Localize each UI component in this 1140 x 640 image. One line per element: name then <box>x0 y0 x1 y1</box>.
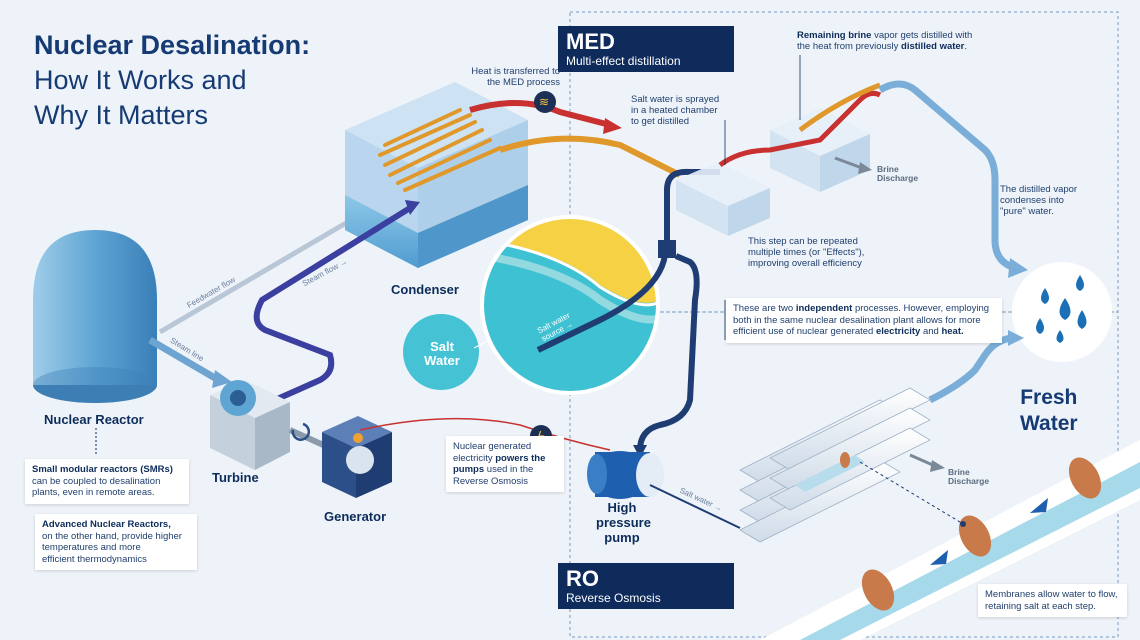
nuclear-reactor-label: Nuclear Reactor <box>44 412 144 427</box>
source-pipe <box>536 254 668 353</box>
heat-transfer-note: Heat is transferred to the MED process <box>471 66 560 88</box>
steam-flow-pipe <box>253 205 412 403</box>
smr-note: Small modular reactors (SMRs) can be cou… <box>25 459 189 504</box>
return-pipe <box>499 135 682 178</box>
turbine-label: Turbine <box>212 470 259 485</box>
feedwater-pipe <box>158 213 360 335</box>
heat-badge-icon <box>534 91 556 113</box>
med-warm-loop <box>798 82 881 133</box>
remaining-brine-rest1: vapor gets distilled with <box>871 30 973 41</box>
independent-c: processes. However, employing both in th… <box>733 303 990 337</box>
independent-a: These are two <box>733 303 796 314</box>
repeat-step-note: This step can be repeated multiple times… <box>748 236 865 269</box>
ro-salt-feed-line <box>649 484 741 529</box>
high-pressure-pump-label: High pressure pump <box>596 500 651 545</box>
hot-pipe-arrow <box>603 118 622 134</box>
remaining-brine-rest2: the heat from previously <box>797 41 902 52</box>
heat-coil <box>378 108 502 192</box>
ro-code: RO <box>566 566 599 591</box>
turbine-icon <box>210 380 290 470</box>
med-chamber-2 <box>770 108 870 192</box>
condenser-label: Condenser <box>391 282 459 297</box>
membranes-note: Membranes allow water to flow, retaining… <box>978 584 1127 617</box>
water-drops-icon <box>1036 275 1087 343</box>
med-hot-loop <box>718 90 882 168</box>
steam-flow-arrow <box>405 200 420 215</box>
fresh-water-label: Fresh Water <box>1020 386 1078 435</box>
brine-arrow-bottom <box>930 460 945 472</box>
independent-d: electricity <box>875 326 921 337</box>
brine-arrow-top <box>858 162 872 174</box>
adv-rest: on the other hand, provide higher temper… <box>42 530 182 565</box>
advanced-reactors-note: Advanced Nuclear Reactors, on the other … <box>35 514 197 570</box>
zoom-guide-line <box>859 461 966 526</box>
distilled-vapor-note: The distilled vapor condenses into "pure… <box>1000 184 1078 217</box>
hot-pipe <box>469 100 611 128</box>
remaining-brine-bold1: Remaining brine <box>797 30 872 41</box>
remaining-brine-bold2: distilled water <box>901 41 965 52</box>
brine-discharge-pipe-bottom <box>909 453 936 468</box>
ro-fresh-pipe <box>928 334 1013 404</box>
nuclear-elec-a: Nuclear generated electricity <box>453 441 532 464</box>
independent-e: and <box>920 326 942 337</box>
generator-label: Generator <box>324 509 387 524</box>
nuclear-elec-c: used in the Reverse Osmosis <box>453 464 534 487</box>
high-pressure-pump-icon <box>587 451 664 499</box>
steam-line-arrow <box>212 370 232 388</box>
ro-fresh-arrow <box>1008 330 1024 346</box>
independent-note: These are two independent processes. How… <box>726 298 1002 343</box>
nuclear-electricity-note: Nuclear generated electricity powers the… <box>446 436 564 492</box>
brine-discharge-label-bottom: Brine Discharge <box>948 467 990 486</box>
salt-water-circle <box>403 314 479 390</box>
med-code: MED <box>566 29 615 54</box>
distilled-water-pipe <box>878 80 1017 272</box>
brine-discharge-pipe-top <box>834 156 863 170</box>
distilled-arrow <box>1008 258 1028 278</box>
ro-feed-pipe <box>637 253 700 451</box>
page-title-line3: Why It Matters <box>34 100 209 130</box>
ro-feed-arrow <box>633 445 647 458</box>
med-section-tag: MED Multi-effect distillation <box>558 26 734 72</box>
med-feed-pipe <box>664 168 720 240</box>
independent-f: heat. <box>941 326 964 337</box>
svg-text:≋: ≋ <box>539 95 549 109</box>
pipe-junction <box>658 240 676 258</box>
salt-sprayed-note: Salt water is sprayed in a heated chambe… <box>631 94 720 127</box>
generator-icon <box>322 416 392 498</box>
smr-rest: can be coupled to desalination plants, e… <box>32 475 161 499</box>
remaining-brine-note: Remaining brine vapor gets distilled wit… <box>797 30 997 52</box>
remaining-brine-end: . <box>964 41 968 52</box>
nuclear-elec-b: powers the pumps <box>453 452 546 476</box>
smr-bold: Small modular reactors (SMRs) <box>32 464 173 475</box>
salt-water-label: Salt Water <box>424 339 460 368</box>
independent-b: independent <box>795 303 853 314</box>
page-title-line1: Nuclear Desalination: <box>34 30 311 60</box>
membrane-zoom-pipe <box>760 440 1140 640</box>
electric-line <box>359 417 611 451</box>
nuclear-reactor-icon <box>33 230 157 403</box>
rotation-arrow-icon <box>291 422 310 441</box>
ro-membrane-tubes <box>739 387 931 543</box>
ro-section-tag: RO Reverse Osmosis <box>558 563 734 609</box>
page-title-line2: How It Works and <box>34 65 247 95</box>
brine-discharge-label-top: Brine Discharge <box>877 164 919 183</box>
zoom-guide-dot <box>960 521 966 527</box>
med-chamber-1 <box>676 162 770 236</box>
med-name: Multi-effect distillation <box>566 54 681 68</box>
steam-line-pipe <box>148 336 217 382</box>
ro-name: Reverse Osmosis <box>566 591 661 605</box>
sea-zoom-border <box>480 215 660 395</box>
adv-bold: Advanced Nuclear Reactors, <box>42 519 171 530</box>
condenser-icon <box>345 82 528 268</box>
